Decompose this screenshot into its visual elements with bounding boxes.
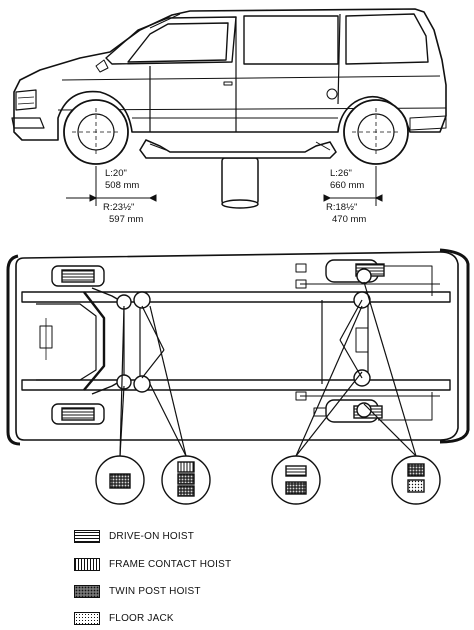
front-right-dimension: R:23½" (103, 202, 134, 213)
front-wheel (63, 99, 129, 165)
detail-circle-front-left (95, 455, 145, 505)
detail-circle-rear-right (391, 455, 441, 505)
rear-left-dimension-mm: 660 mm (330, 180, 364, 191)
legend-label: TWIN POST HOIST (109, 585, 201, 597)
floor-jack-icon (74, 611, 100, 625)
legend-label: FLOOR JACK (109, 612, 174, 624)
front-left-dimension-mm: 508 mm (105, 180, 139, 191)
twin-post-hoist-icon (74, 584, 100, 598)
van-side-view (11, 8, 447, 141)
rear-wheel (343, 99, 409, 165)
legend-drive-on-hoist: DRIVE-ON HOIST (74, 528, 194, 544)
underbody-wheels (51, 259, 385, 425)
frame-contact-hoist-icon (74, 557, 100, 571)
legend-label: DRIVE-ON HOIST (109, 530, 195, 542)
underbody-view (6, 248, 470, 446)
detail-circle-front-right (161, 455, 211, 505)
front-right-dimension-mm: 597 mm (109, 214, 143, 225)
hoist-post (139, 139, 337, 209)
legend-floor-jack: FLOOR JACK (74, 610, 174, 626)
rear-left-dimension: L:26" (330, 168, 352, 179)
detail-circle-rear-left (271, 455, 321, 505)
rear-right-dimension-mm: 470 mm (332, 214, 366, 225)
lift-points (116, 268, 372, 418)
drive-on-hoist-icon (74, 529, 100, 543)
legend-label: FRAME CONTACT HOIST (109, 558, 232, 570)
legend-frame-contact-hoist: FRAME CONTACT HOIST (74, 556, 231, 572)
front-left-dimension: L:20" (105, 168, 127, 179)
rear-right-dimension: R:18½" (326, 202, 357, 213)
dimension-lines (66, 166, 383, 206)
legend-twin-post-hoist: TWIN POST HOIST (74, 583, 201, 599)
leader-lines (119, 281, 417, 457)
